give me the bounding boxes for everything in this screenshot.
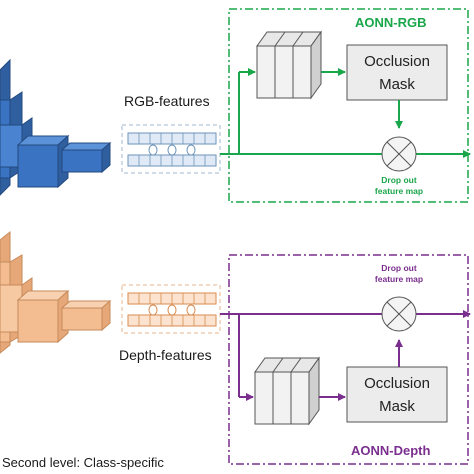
rgb-conv-layers — [256, 30, 322, 100]
caption-text: Second level: Class-specific — [2, 455, 164, 470]
aonn-depth-title: AONN-Depth — [351, 443, 431, 458]
occlusion-text: Occlusion — [364, 375, 430, 392]
mask-text: Mask — [379, 398, 415, 415]
feature-map-text: feature map — [374, 274, 424, 284]
occlusion-text: Occlusion — [364, 53, 430, 70]
rgb-flow-arrows — [220, 68, 471, 158]
aonn-rgb-box — [228, 8, 469, 203]
rgb-features-label: RGB-features — [124, 93, 210, 109]
depth-cnn-stack — [0, 230, 112, 354]
drop-out-text: Drop out — [381, 175, 417, 185]
rgb-feature-vector — [121, 124, 221, 174]
depth-feature-vector — [121, 284, 221, 334]
rgb-occlusion-mask-box — [346, 44, 448, 101]
rgb-dropout-label: Drop out feature map — [364, 175, 434, 197]
drop-out-text: Drop out — [381, 263, 417, 273]
depth-dropout-label: Drop out feature map — [364, 263, 434, 285]
rgb-occlusion-mask-label: Occlusion Mask — [347, 50, 447, 96]
multiply-circle-icon — [381, 136, 417, 172]
aonn-depth-box — [228, 254, 469, 465]
aonn-rgb-title: AONN-RGB — [355, 15, 427, 30]
depth-features-label: Depth-features — [119, 347, 212, 363]
depth-occlusion-mask-box — [346, 366, 448, 423]
depth-conv-layers — [254, 356, 320, 426]
depth-occlusion-mask-label: Occlusion Mask — [347, 372, 447, 418]
multiply-circle-icon — [381, 296, 417, 332]
feature-map-text: feature map — [374, 186, 424, 196]
rgb-cnn-stack — [0, 58, 112, 196]
mask-text: Mask — [379, 76, 415, 93]
